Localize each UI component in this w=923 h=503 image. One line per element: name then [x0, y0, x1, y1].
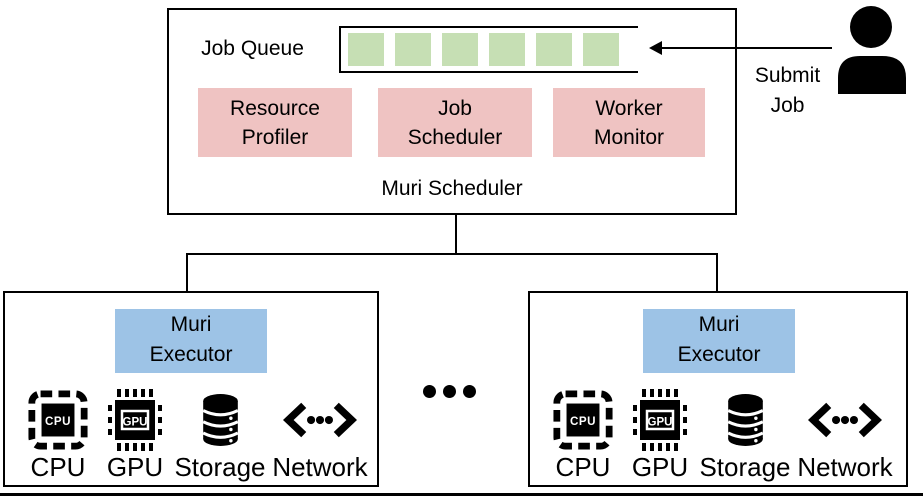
resource-cpu: CPU CPU [15, 387, 101, 481]
submit-arrow-head [649, 41, 662, 55]
module-job-scheduler: Job Scheduler [378, 88, 532, 157]
cpu-chip-icon: CPU [27, 387, 89, 453]
gpu-chip-icon: GPU [103, 387, 167, 453]
module-worker-monitor: Worker Monitor [553, 88, 705, 157]
resource-label: CPU [555, 452, 611, 482]
resource-label: Storage [174, 452, 266, 482]
worker-node-left: Muri Executor CPU CPU [3, 291, 379, 487]
connector-horizontal [186, 253, 718, 255]
resource-label: CPU [30, 452, 86, 482]
ellipsis-dot [463, 385, 476, 398]
bottom-border-line [0, 493, 923, 496]
queue-item [536, 33, 572, 66]
queue-item [348, 33, 384, 66]
connector-vertical-center [455, 213, 457, 255]
module-label-line: Job [438, 96, 472, 120]
queue-item [442, 33, 478, 66]
gpu-chip-icon: GPU [628, 387, 692, 453]
module-label-line: Monitor [593, 125, 665, 149]
executor-label-line: Executor [149, 343, 233, 366]
worker-node-right: Muri Executor CPU CPU [528, 291, 908, 487]
submit-job-line: Submit [754, 64, 821, 87]
resource-gpu: GPU GPU [623, 387, 697, 481]
resource-network: Network [792, 387, 898, 481]
cpu-chip-text: CPU [570, 415, 596, 428]
network-icon [281, 387, 359, 453]
module-label-line: Scheduler [407, 125, 503, 149]
resource-storage: Storage [695, 387, 795, 481]
gpu-chip-text: GPU [123, 417, 148, 429]
network-icon [806, 387, 884, 453]
muri-scheduler-title: Muri Scheduler [381, 177, 523, 200]
job-queue-label: Job Queue [201, 37, 304, 60]
gpu-chip-text: GPU [648, 417, 673, 429]
ellipsis-dots [423, 385, 476, 398]
cpu-chip-icon: CPU [552, 387, 614, 453]
job-queue [339, 26, 638, 73]
module-resource-profiler: Resource Profiler [198, 88, 352, 157]
resource-label: GPU [631, 452, 689, 482]
module-label-line: Profiler [241, 125, 309, 149]
executor-label-line: Muri [170, 313, 212, 336]
executor-label-line: Executor [677, 343, 761, 366]
module-label-line: Worker [595, 96, 663, 120]
resource-storage: Storage [170, 387, 270, 481]
queue-item [489, 33, 525, 66]
module-label-line: Resource [230, 96, 320, 120]
ellipsis-dot [423, 385, 436, 398]
queue-item [583, 33, 619, 66]
submit-job-line: Job [770, 94, 805, 117]
resource-label: Storage [699, 452, 791, 482]
storage-db-icon [198, 387, 243, 453]
resource-label: GPU [106, 452, 164, 482]
resource-network: Network [267, 387, 373, 481]
person-icon [838, 6, 906, 94]
job-queue-items [348, 33, 619, 66]
muri-executor-box: Muri Executor [115, 309, 267, 373]
resource-label: Network [272, 452, 368, 482]
resource-label: Network [797, 452, 893, 482]
cpu-chip-text: CPU [45, 415, 71, 428]
storage-db-icon [723, 387, 768, 453]
connector-vertical-left [186, 253, 188, 293]
muri-executor-box: Muri Executor [643, 309, 795, 373]
queue-item [395, 33, 431, 66]
submit-job-label: Submit Job [744, 61, 831, 121]
submit-arrow-line [660, 47, 832, 49]
connector-vertical-right [716, 253, 718, 293]
resource-cpu: CPU CPU [540, 387, 626, 481]
resource-gpu: GPU GPU [98, 387, 172, 481]
executor-label-line: Muri [698, 313, 740, 336]
ellipsis-dot [443, 385, 456, 398]
